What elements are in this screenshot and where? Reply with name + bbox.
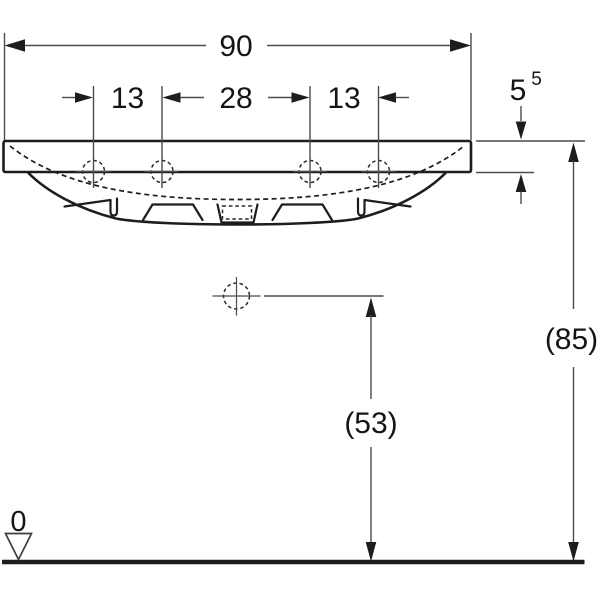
- overall-width-dimension: 90: [3, 30, 472, 140]
- arrowhead-into-hole-3: [291, 92, 310, 103]
- pitch-right-label: 13: [327, 82, 360, 115]
- arrowhead-down-to-slab-top: [515, 121, 527, 140]
- left-underside-recess: [141, 203, 204, 222]
- arrowhead-into-hole-2: [162, 92, 181, 103]
- pitch-center-label: 28: [219, 82, 252, 115]
- drain-outlet-center-mark: [212, 277, 261, 316]
- drain-outlet-hidden-rect: [221, 205, 253, 220]
- right-mounting-ledge: [356, 197, 412, 217]
- left-mounting-ledge: [63, 197, 119, 217]
- arrowhead-into-hole-1: [75, 92, 93, 103]
- arrowhead-down-to-floor: [568, 542, 579, 562]
- arrowhead-up-to-outlet: [365, 297, 377, 317]
- arrowhead-up-to-slab-bottom: [515, 174, 527, 192]
- arrowhead-into-hole-4: [378, 92, 396, 103]
- datum-zero-label: 0: [10, 506, 26, 538]
- arrowhead-up-to-rim: [568, 142, 579, 162]
- right-underside-recess: [271, 203, 334, 222]
- arrowhead-left: [4, 39, 25, 52]
- floor-and-datum: 0: [2, 506, 585, 565]
- overall-height-dimension: (85): [545, 142, 598, 562]
- outlet-height-dimension: (53): [264, 295, 398, 562]
- overall-height-label: (85): [545, 323, 598, 356]
- thickness-value-label: 5: [510, 74, 527, 107]
- outlet-height-label: (53): [344, 407, 397, 440]
- pitch-left-label: 13: [111, 82, 144, 115]
- datum-triangle-icon: [4, 532, 33, 562]
- slab-thickness-dimension: 5 5: [476, 69, 585, 204]
- basin-slab-outline: [2, 139, 473, 174]
- thickness-superscript-label: 5: [531, 69, 542, 90]
- basin-front-view: [2, 139, 473, 226]
- arrowhead-down-to-floor: [365, 542, 377, 562]
- hidden-bowl-rim-curve: [9, 145, 465, 201]
- drain-outlet-boss: [216, 203, 259, 224]
- arrowhead-right: [450, 39, 471, 52]
- basin-underside-silhouette: [27, 171, 447, 226]
- tap-hole-pitch-dimensions: 13 28 13: [62, 82, 409, 188]
- width-value-label: 90: [219, 30, 252, 63]
